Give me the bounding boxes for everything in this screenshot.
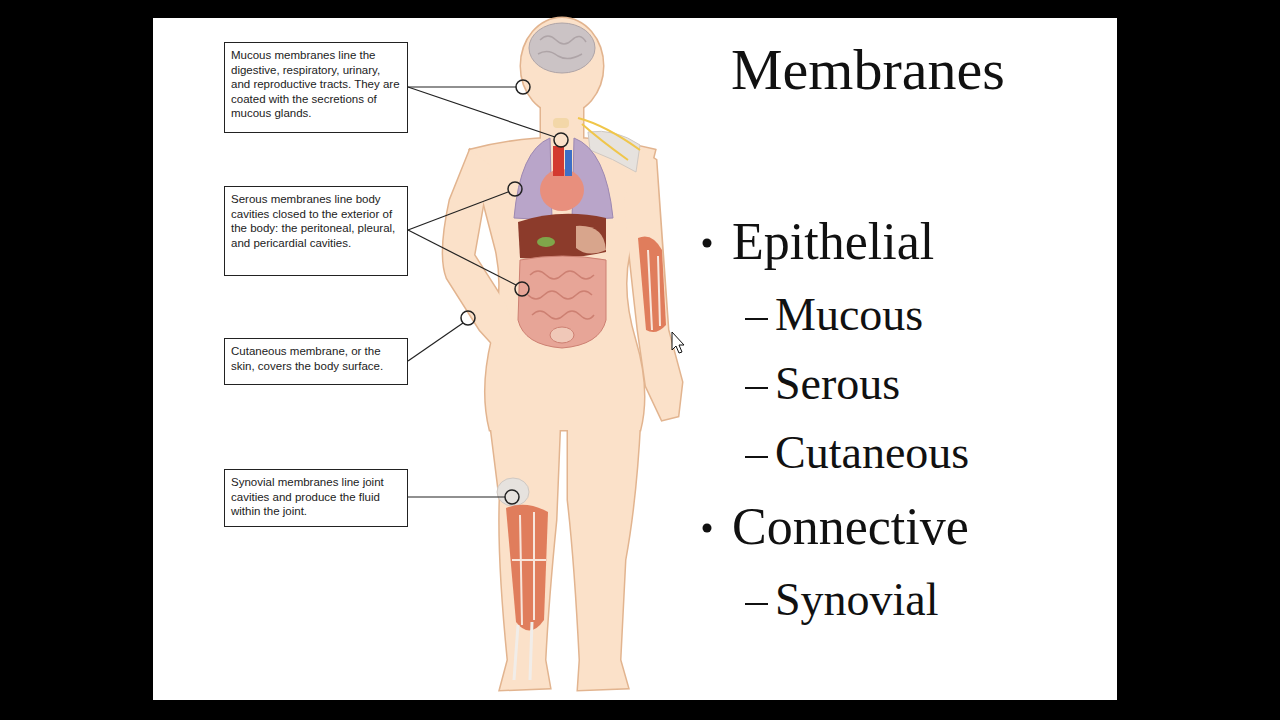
callout-circle: [515, 282, 529, 296]
callout-text: Synovial membranes line joint cavities a…: [231, 475, 401, 519]
arm-muscle: [638, 237, 666, 333]
bullet-item: Epithelial: [732, 212, 934, 272]
tendon: [512, 512, 546, 625]
callout-circles: [461, 80, 568, 504]
liver: [518, 214, 606, 259]
vena-cava: [565, 150, 572, 176]
bladder: [550, 327, 574, 343]
leader-line: [408, 323, 463, 361]
stomach: [576, 226, 606, 254]
leader-line: [408, 86, 516, 87]
callout-box: Serous membranes line body cavities clos…: [224, 186, 408, 276]
bullet-item: Cutaneous: [775, 427, 969, 480]
thyroid: [553, 118, 569, 128]
aorta: [553, 146, 564, 176]
mouse-cursor: [672, 332, 684, 353]
callout-text: Mucous membranes line the digestive, res…: [231, 48, 401, 121]
callout-box: Cutaneous membrane, or the skin, covers …: [224, 338, 408, 385]
bullet-dash: [745, 387, 768, 389]
intestine-loops: [528, 271, 594, 319]
leader-lines: [408, 87, 555, 497]
callout-text: Serous membranes line body cavities clos…: [231, 192, 401, 250]
callout-circle: [508, 182, 522, 196]
gallbladder: [537, 237, 555, 247]
leader-line: [408, 496, 505, 497]
leg-muscle: [506, 505, 548, 631]
bullet-dashes: [745, 319, 768, 604]
leader-line: [408, 87, 555, 137]
intestines: [518, 256, 606, 348]
leader-line: [408, 230, 516, 285]
brain-folds: [538, 36, 586, 59]
bullet-dash: [745, 318, 768, 320]
bullet-dash: [745, 603, 768, 605]
body-outline: [443, 18, 682, 690]
callout-circle: [505, 490, 519, 504]
tendon: [514, 622, 532, 680]
callout-circle: [516, 80, 530, 94]
bullet-item: Mucous: [775, 289, 923, 342]
bullet-dash: [745, 456, 768, 458]
body-skin: [443, 18, 682, 690]
tendon: [648, 250, 660, 330]
bullet-item: Serous: [775, 358, 900, 411]
bullet-item: Synovial: [775, 574, 939, 627]
bullet-dot: [703, 239, 712, 248]
brain: [529, 23, 595, 73]
callout-box: Mucous membranes line the digestive, res…: [224, 42, 408, 133]
bullet-dot: [703, 524, 712, 533]
callout-box: Synovial membranes line joint cavities a…: [224, 469, 408, 527]
slide-title: Membranes: [731, 37, 1005, 104]
bullet-item: Connective: [732, 497, 969, 557]
callout-circle: [554, 133, 568, 147]
callout-text: Cutaneous membrane, or the skin, covers …: [231, 344, 401, 373]
callout-circle: [461, 311, 475, 325]
knee-bone: [497, 478, 529, 506]
leader-line: [408, 192, 508, 230]
